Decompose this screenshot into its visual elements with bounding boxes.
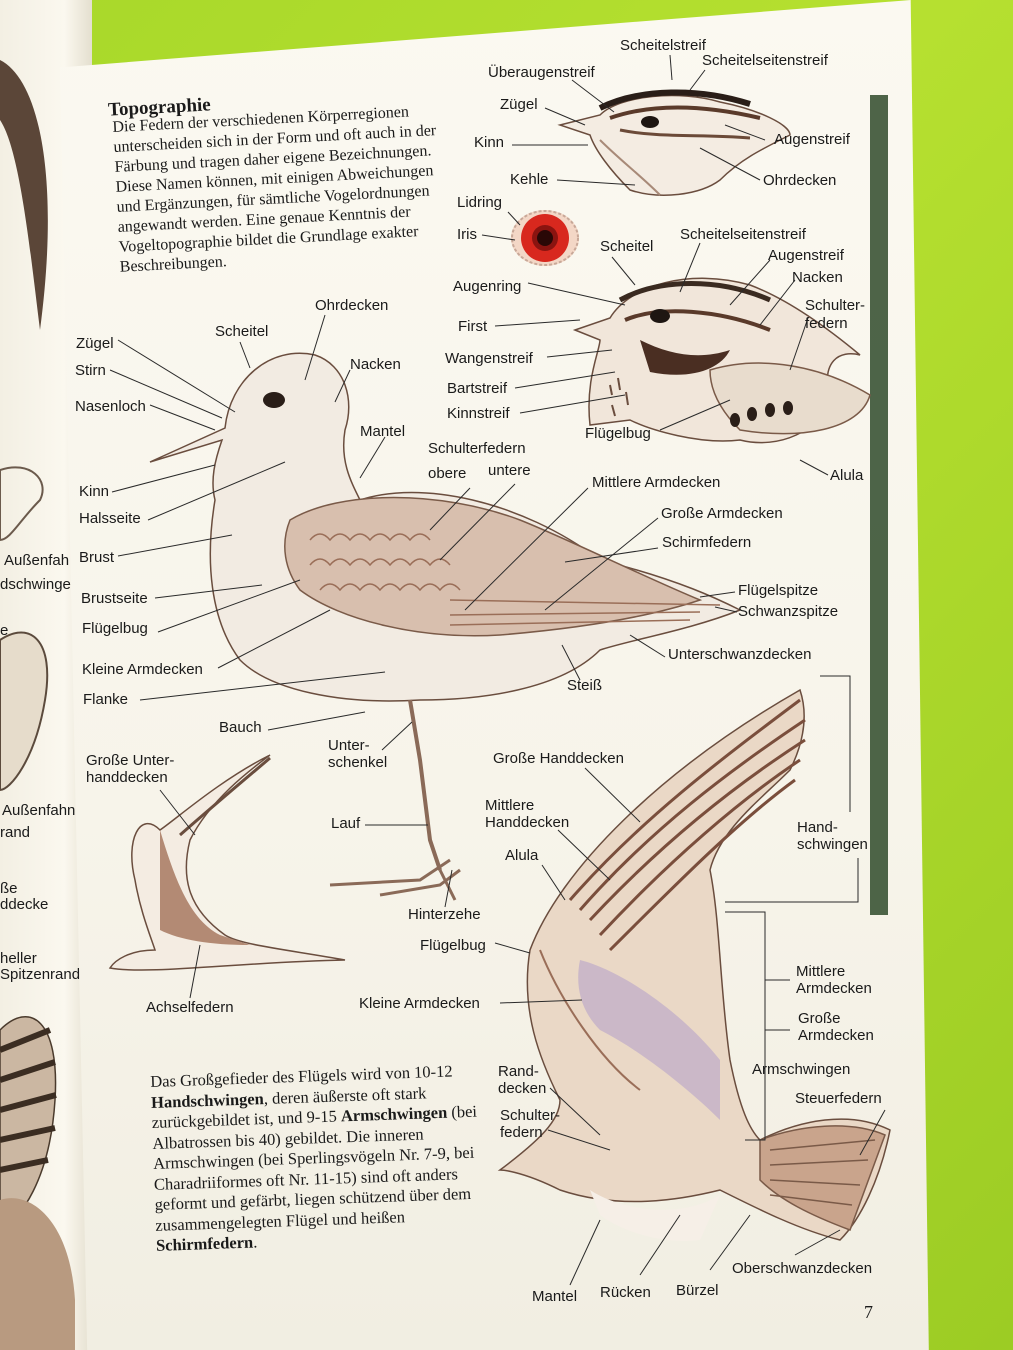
label-hinterzehe: Hinterzehe: [408, 906, 481, 923]
label-handschwingen-b: schwingen: [797, 836, 868, 853]
label-steuerfedern: Steuerfedern: [795, 1090, 882, 1107]
label-ohrdecken-2: Ohrdecken: [315, 297, 388, 314]
label-schulterfedern-a: Schulter-: [805, 297, 865, 314]
label-alula-2: Alula: [505, 847, 538, 864]
label-grosse-unterhanddecken-a: Große Unter-: [86, 752, 174, 769]
label-schirmfedern: Schirmfedern: [662, 534, 751, 551]
page-number: 7: [864, 1302, 873, 1323]
label-mittlere-handdecken-a: Mittlere: [485, 797, 534, 814]
label-scheitel: Scheitel: [600, 238, 653, 255]
label-armschwingen: Armschwingen: [752, 1061, 850, 1078]
label-nacken-2: Nacken: [350, 356, 401, 373]
label-first: First: [458, 318, 487, 335]
label-unterschwanzdecken: Unterschwanzdecken: [668, 646, 811, 663]
label-flanke: Flanke: [83, 691, 128, 708]
label-augenstreif-2: Augenstreif: [768, 247, 844, 264]
outro-term-handschwingen: Handschwingen: [151, 1089, 264, 1112]
label-lauf: Lauf: [331, 815, 360, 832]
label-mittlere-armdecken: Mittlere Armdecken: [592, 474, 720, 491]
label-buerzel: Bürzel: [676, 1282, 719, 1299]
label-schulterfedern-2a: Schulter-: [500, 1107, 560, 1124]
label-scheitelseitenstreif-2: Scheitelseitenstreif: [680, 226, 806, 243]
label-fluegelbug-3: Flügelbug: [420, 937, 486, 954]
label-unterschenkel-b: schenkel: [328, 754, 387, 771]
label-mittlere-armdecken-2a: Mittlere: [796, 963, 845, 980]
label-fluegelbug: Flügelbug: [82, 620, 148, 637]
label-schulterfedern: Schulterfedern: [428, 440, 526, 457]
label-augenstreif: Augenstreif: [774, 131, 850, 148]
label-brust: Brust: [79, 549, 114, 566]
label-kleine-armdecken-2: Kleine Armdecken: [359, 995, 480, 1012]
label-ueberaugenstreif: Überaugenstreif: [488, 64, 595, 81]
underwing-illustration: [110, 755, 345, 970]
label-achselfedern: Achselfedern: [146, 999, 234, 1016]
label-steiss: Steiß: [567, 677, 602, 694]
label-zuegel: Zügel: [500, 96, 538, 113]
label-kehle: Kehle: [510, 171, 548, 188]
label-grosse-armdecken-2a: Große: [798, 1010, 841, 1027]
label-randdecken-a: Rand-: [498, 1063, 539, 1080]
label-nacken: Nacken: [792, 269, 843, 286]
head-top-illustration: [560, 92, 790, 195]
label-brustseite: Brustseite: [81, 590, 148, 607]
label-scheitelstreif: Scheitelstreif: [620, 37, 706, 54]
label-bartstreif: Bartstreif: [447, 380, 507, 397]
label-augenring: Augenring: [453, 278, 521, 295]
label-kinnstreif: Kinnstreif: [447, 405, 510, 422]
label-wangenstreif: Wangenstreif: [445, 350, 533, 367]
label-bauch: Bauch: [219, 719, 262, 736]
label-fluegelspitze: Flügelspitze: [738, 582, 818, 599]
label-stirn: Stirn: [75, 362, 106, 379]
eye-illustration: [511, 210, 579, 266]
label-nasenloch: Nasenloch: [75, 398, 146, 415]
outro-text: .: [253, 1232, 258, 1251]
label-iris: Iris: [457, 226, 477, 243]
label-mantel-2: Mantel: [532, 1288, 577, 1305]
label-mittlere-handdecken-b: Handdecken: [485, 814, 569, 831]
label-scheitelseitenstreif: Scheitelseitenstreif: [702, 52, 828, 69]
label-grosse-armdecken-2b: Armdecken: [798, 1027, 874, 1044]
label-fluegelbug-2: Flügelbug: [585, 425, 651, 442]
label-halsseite: Halsseite: [79, 510, 141, 527]
label-scheitel-2: Scheitel: [215, 323, 268, 340]
label-kleine-armdecken: Kleine Armdecken: [82, 661, 203, 678]
label-grosse-handdecken: Große Handdecken: [493, 750, 624, 767]
outro-term-armschwingen: Armschwingen: [341, 1103, 448, 1126]
label-randdecken-b: decken: [498, 1080, 546, 1097]
label-kinn-2: Kinn: [79, 483, 109, 500]
label-mittlere-armdecken-2b: Armdecken: [796, 980, 872, 997]
label-grosse-unterhanddecken-b: handdecken: [86, 769, 168, 786]
label-untere: untere: [488, 462, 531, 479]
label-alula: Alula: [830, 467, 863, 484]
label-ohrdecken: Ohrdecken: [763, 172, 836, 189]
label-kinn: Kinn: [474, 134, 504, 151]
outro-paragraph: Das Großgefieder des Flügels wird von 10…: [150, 1060, 501, 1256]
label-obere: obere: [428, 465, 466, 482]
label-schwanzspitze: Schwanzspitze: [738, 603, 838, 620]
label-schulterfedern-b: federn: [805, 315, 848, 332]
label-lidring: Lidring: [457, 194, 502, 211]
label-grosse-armdecken: Große Armdecken: [661, 505, 783, 522]
label-handschwingen-a: Hand-: [797, 819, 838, 836]
label-oberschwanzdecken: Oberschwanzdecken: [732, 1260, 872, 1277]
label-schulterfedern-2b: federn: [500, 1124, 543, 1141]
label-mantel: Mantel: [360, 423, 405, 440]
outro-term-schirmfedern: Schirmfedern: [156, 1233, 254, 1255]
label-ruecken: Rücken: [600, 1284, 651, 1301]
label-unterschenkel-a: Unter-: [328, 737, 370, 754]
label-zuegel-2: Zügel: [76, 335, 114, 352]
